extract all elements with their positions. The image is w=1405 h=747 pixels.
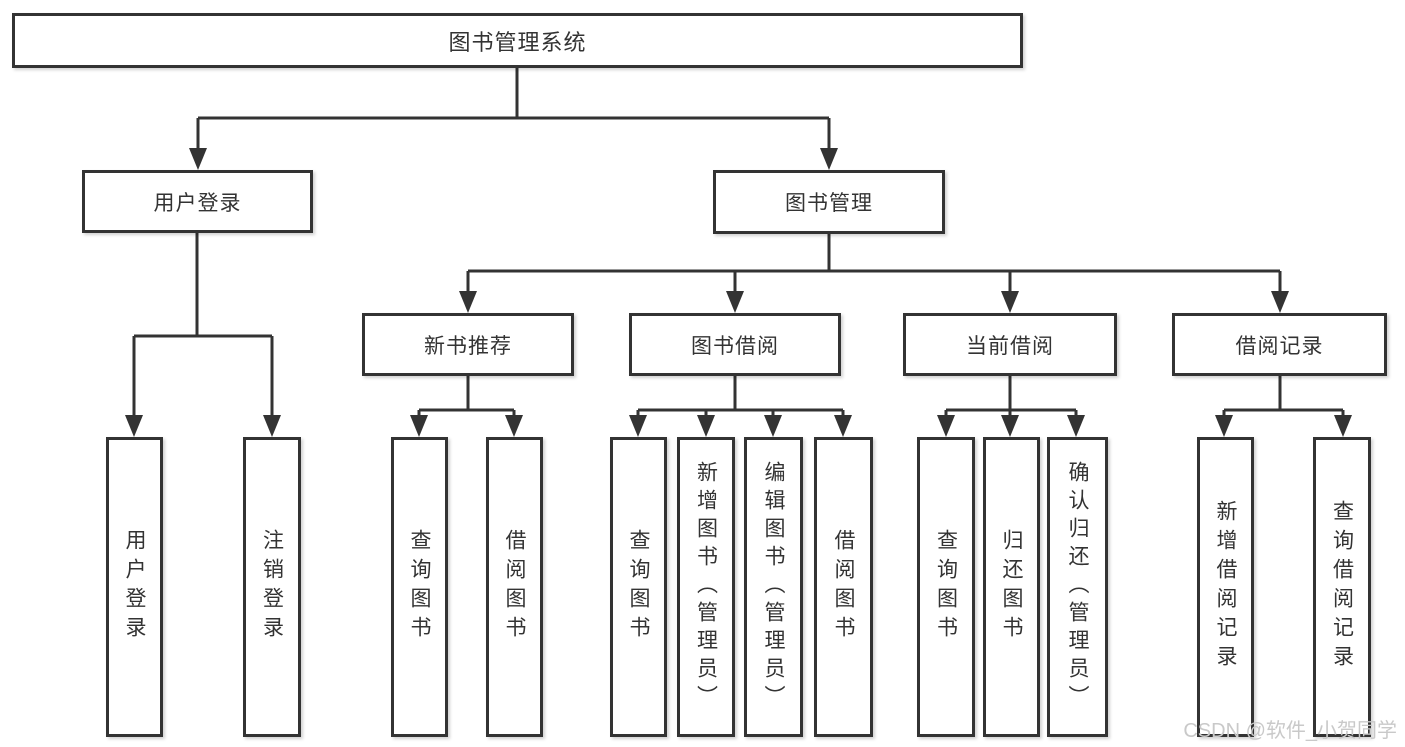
node-borrow-record-label: 借阅记录: [1235, 334, 1324, 358]
node-leaf-borrow-book-recommend-label: 借阅图书: [503, 529, 526, 645]
node-leaf-confirm-return-admin-label: 确认归还（管理员）: [1066, 461, 1089, 713]
node-user-login-label: 用户登录: [153, 191, 242, 215]
node-new-book-recommend-label: 新书推荐: [424, 334, 512, 358]
node-current-borrow: 当前借阅: [903, 313, 1117, 376]
node-leaf-query-book-borrow: 查询图书: [610, 437, 667, 737]
node-leaf-edit-book-admin-label: 编辑图书（管理员）: [762, 461, 785, 713]
node-book-management-label: 图书管理: [785, 192, 873, 215]
node-leaf-return-book-label: 归还图书: [1000, 529, 1023, 645]
node-book-borrow: 图书借阅: [629, 313, 841, 376]
node-leaf-confirm-return-admin: 确认归还（管理员）: [1047, 437, 1108, 737]
node-leaf-borrow-book-label: 借阅图书: [832, 529, 855, 645]
node-leaf-borrow-book: 借阅图书: [814, 437, 873, 737]
node-leaf-query-borrow-record-label: 查询借阅记录: [1330, 500, 1354, 674]
node-leaf-query-book-borrow-label: 查询图书: [627, 529, 650, 645]
node-leaf-add-book-admin-label: 新增图书（管理员）: [694, 461, 718, 713]
node-leaf-query-book-recommend-label: 查询图书: [408, 529, 431, 645]
node-leaf-add-book-admin: 新增图书（管理员）: [677, 437, 735, 737]
node-root: 图书管理系统: [12, 13, 1023, 68]
node-leaf-user-login: 用户登录: [106, 437, 163, 737]
node-leaf-query-borrow-record: 查询借阅记录: [1313, 437, 1371, 737]
node-root-label: 图书管理系统: [448, 29, 587, 55]
node-leaf-add-borrow-record-label: 新增借阅记录: [1214, 500, 1237, 674]
csdn-watermark: CSDN @软件_小贺同学: [1183, 720, 1397, 742]
node-leaf-logout: 注销登录: [243, 437, 301, 737]
node-leaf-query-book-current-label: 查询图书: [934, 529, 958, 645]
node-new-book-recommend: 新书推荐: [362, 313, 574, 376]
node-leaf-return-book: 归还图书: [983, 437, 1040, 737]
node-leaf-query-book-current: 查询图书: [917, 437, 975, 737]
node-leaf-edit-book-admin: 编辑图书（管理员）: [744, 437, 803, 737]
node-user-login: 用户登录: [82, 170, 313, 233]
node-leaf-query-book-recommend: 查询图书: [391, 437, 448, 737]
node-leaf-borrow-book-recommend: 借阅图书: [486, 437, 543, 737]
arrowheads: [125, 148, 1352, 437]
node-book-management: 图书管理: [713, 170, 945, 234]
node-leaf-user-login-label: 用户登录: [123, 529, 146, 645]
node-leaf-add-borrow-record: 新增借阅记录: [1197, 437, 1254, 737]
node-leaf-logout-label: 注销登录: [260, 529, 284, 645]
node-current-borrow-label: 当前借阅: [966, 334, 1054, 358]
node-borrow-record: 借阅记录: [1172, 313, 1387, 376]
node-book-borrow-label: 图书借阅: [691, 334, 779, 358]
